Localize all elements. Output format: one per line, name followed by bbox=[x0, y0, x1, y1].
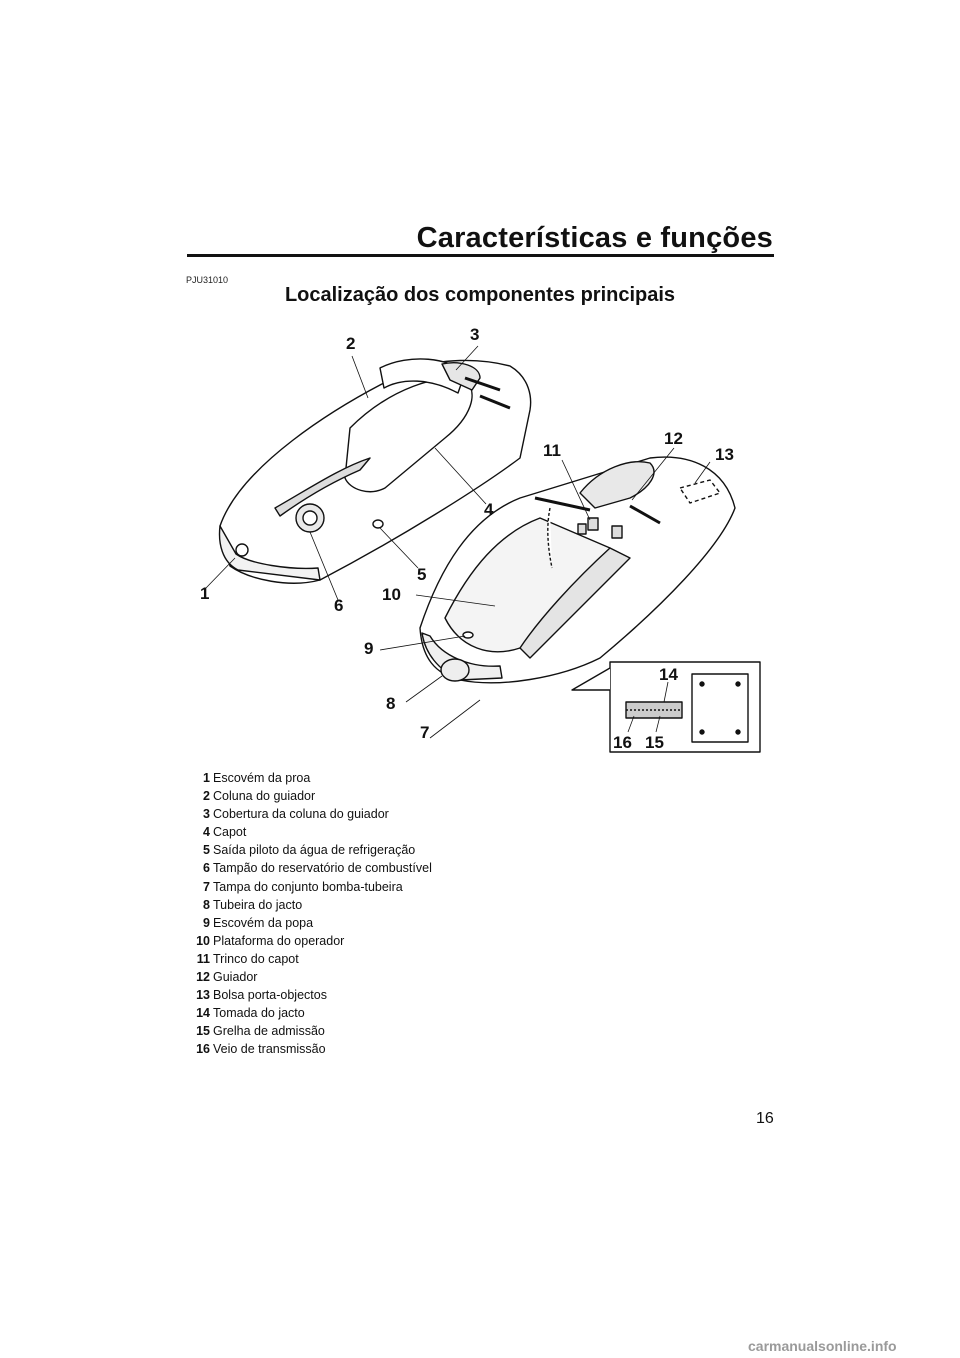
document-code: PJU31010 bbox=[186, 275, 229, 285]
front-craft-handlebar-cover bbox=[441, 362, 481, 391]
callout-13: 13 bbox=[715, 445, 734, 464]
front-craft-bumper bbox=[218, 525, 321, 581]
rear-craft-handlebar bbox=[534, 496, 661, 525]
front-craft-cooling-outlet bbox=[372, 519, 384, 529]
header-rule bbox=[187, 254, 774, 257]
callout-15: 15 bbox=[645, 733, 664, 752]
callout-5: 5 bbox=[417, 565, 427, 584]
callout-9: 9 bbox=[364, 639, 374, 658]
watermark-text: carmanualsonline.info bbox=[748, 1338, 897, 1354]
callout-14: 14 bbox=[659, 665, 678, 684]
watercraft-illustration bbox=[205, 345, 761, 753]
callout-1: 1 bbox=[200, 584, 210, 603]
page-number: 16 bbox=[756, 1110, 774, 1127]
front-craft-bow-eye bbox=[235, 543, 249, 557]
callout-10: 10 bbox=[382, 585, 401, 604]
page-header-title: Características e funções bbox=[416, 222, 773, 254]
section-title: Localização dos componentes principais bbox=[0, 284, 960, 307]
callout-16: 16 bbox=[613, 733, 632, 752]
callout-6: 6 bbox=[334, 596, 344, 615]
callout-3: 3 bbox=[470, 325, 480, 344]
callout-4: 4 bbox=[484, 500, 494, 519]
front-craft-stripe bbox=[274, 457, 371, 517]
rear-craft-stern-eye bbox=[462, 631, 474, 639]
rear-craft-storage-pouch bbox=[679, 479, 721, 504]
rear-craft-lanyard bbox=[547, 507, 553, 569]
front-craft-hood bbox=[344, 377, 473, 493]
rear-craft-gunwale bbox=[519, 547, 631, 659]
callout-2: 2 bbox=[346, 334, 356, 353]
section-title-text: Localização dos componentes principais bbox=[284, 284, 676, 306]
callout-11: 11 bbox=[543, 441, 561, 460]
callout-8: 8 bbox=[386, 694, 396, 713]
callout-7: 7 bbox=[420, 723, 430, 742]
callout-12: 12 bbox=[664, 429, 683, 448]
rear-craft-jet-nozzle bbox=[440, 658, 470, 682]
front-craft-handlebar bbox=[464, 376, 511, 410]
inset-pointer bbox=[571, 667, 611, 691]
rear-craft-hood-latch bbox=[587, 517, 599, 531]
